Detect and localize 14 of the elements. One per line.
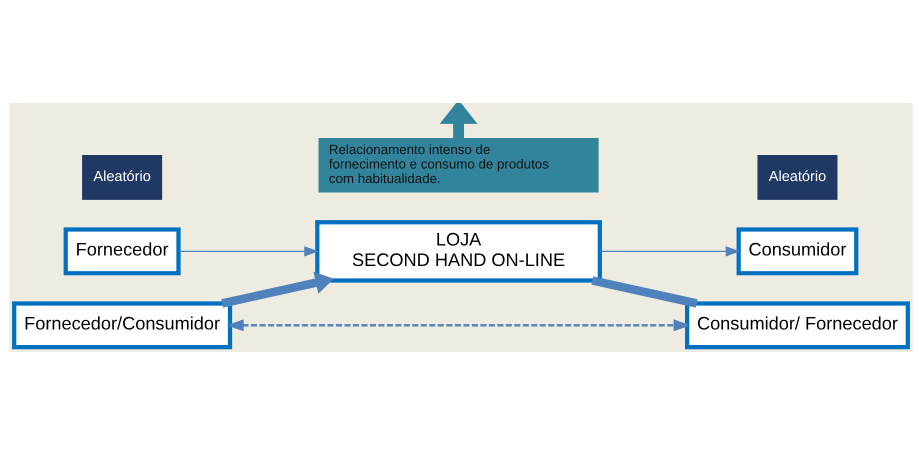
node-box: Consumidor/ Fornecedor xyxy=(684,301,910,350)
node-box: Fornecedor/Consumidor xyxy=(12,301,232,350)
node-box: Fornecedor xyxy=(63,227,180,276)
arrow xyxy=(220,272,334,308)
arrow xyxy=(226,319,690,332)
connector xyxy=(590,276,698,308)
arrow xyxy=(600,246,740,256)
node-box: LOJA SECOND HAND ON-LINE xyxy=(314,220,602,283)
arrow xyxy=(178,246,318,256)
node-box: Relacionamento intenso de fornecimento e consumo de produtos com habitualidade. xyxy=(318,138,598,193)
node-box: Consumidor xyxy=(736,227,858,276)
node-box: Aleatório xyxy=(756,154,837,200)
arrow xyxy=(439,103,477,139)
node-box: Aleatório xyxy=(82,154,162,200)
